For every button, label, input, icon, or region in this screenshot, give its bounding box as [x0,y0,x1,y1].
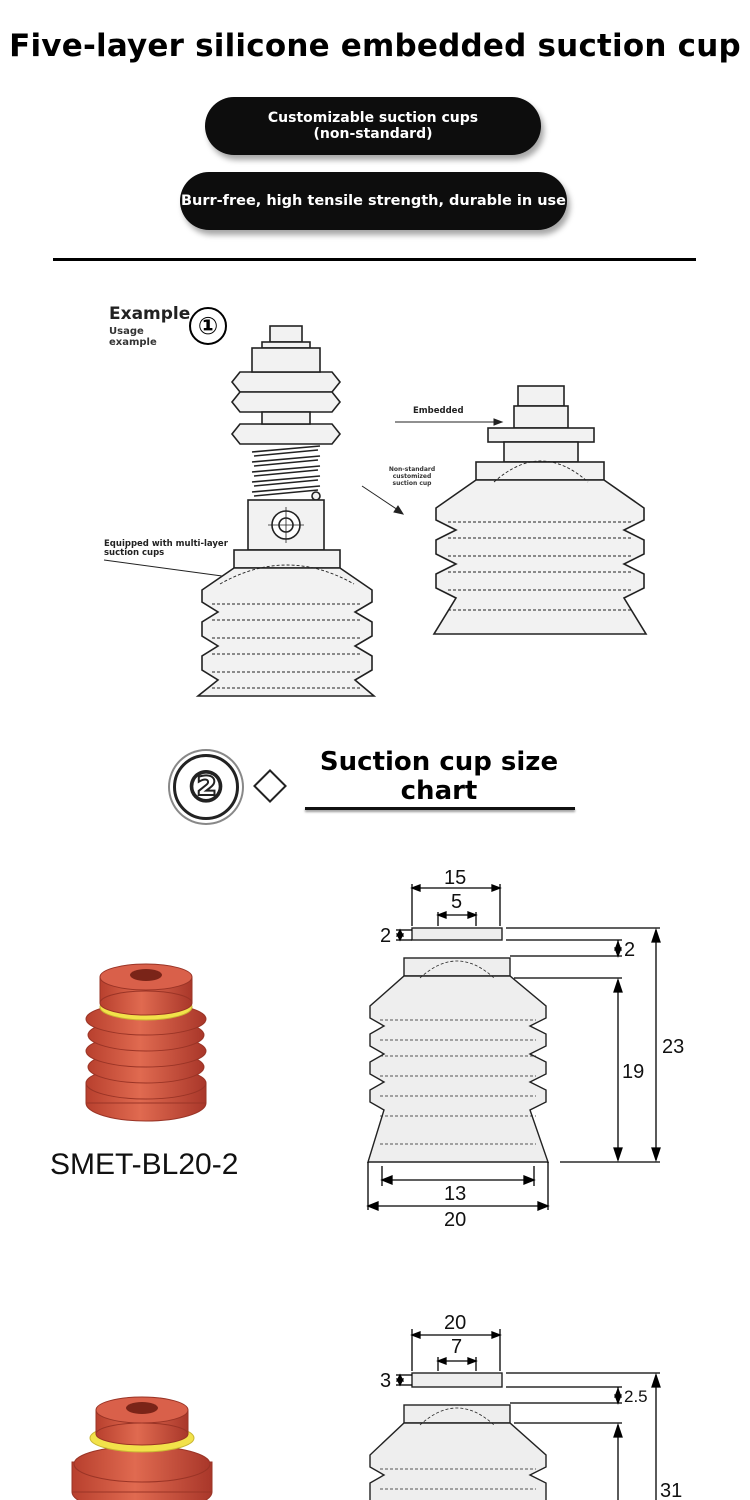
step-number-2: ② [173,754,239,820]
size-chart-underline [305,807,575,810]
section-divider [53,258,696,261]
multilayer-label: Equipped with multi-layer suction cups [104,540,244,558]
dim-hole: 5 [451,891,462,913]
example-sub-line-2: example [109,337,157,348]
dim-body-height: 19 [622,1061,644,1083]
dim2-collar-thickness: 2.5 [624,1387,648,1406]
customizable-badge: Customizable suction cups (non-standard) [205,97,541,155]
dim-collar-thickness: 2 [624,939,635,961]
example-subheading: Usage example [109,326,179,348]
usage-example-drawing [103,325,648,697]
example-heading: Example [109,304,191,324]
size-drawing-1: 15 5 2 2 19 23 13 20 [366,867,684,1230]
size-chart-title: Suction cup size chart [305,748,573,806]
suction-cup-photo-2 [71,1396,213,1500]
size-chart-title-line-2: chart [400,776,478,806]
dim-base-outer: 20 [444,1209,466,1230]
nonstandard-label-line-1: Non-standard customized [388,466,436,480]
badge-line-2: (non-standard) [313,126,433,142]
dim-total-height: 23 [662,1036,684,1058]
step-number-1: ① [189,307,227,345]
size-drawing-2: 20 7 3 2.5 31 [369,1312,682,1500]
embedded-label: Embedded [413,406,464,416]
example-sub-line-1: Usage [109,326,144,337]
multilayer-label-line-2: suction cups [104,548,165,558]
size-chart-title-line-1: Suction cup size [319,747,559,777]
dim-top-width: 15 [444,867,466,889]
page-title: Five-layer silicone embedded suction cup [9,28,741,64]
dim2-top-thickness: 3 [380,1370,391,1392]
dim2-hole: 7 [451,1336,462,1358]
multilayer-label-line-1: Equipped with multi-layer [104,539,228,549]
nonstandard-label: Non-standard customized suction cup [370,466,454,487]
dim2-total-height: 31 [660,1480,682,1500]
dim-base-inner: 13 [444,1183,466,1205]
features-badge: Burr-free, high tensile strength, durabl… [180,172,567,230]
nonstandard-label-line-2: suction cup [392,480,432,487]
suction-cup-photo-1 [85,963,207,1122]
diamond-icon [253,769,287,803]
dim-top-thickness: 2 [380,925,391,947]
dim2-top-width: 20 [444,1312,466,1334]
product-model-label: SMET-BL20-2 [50,1148,239,1181]
badge-line-1: Customizable suction cups [267,110,479,126]
